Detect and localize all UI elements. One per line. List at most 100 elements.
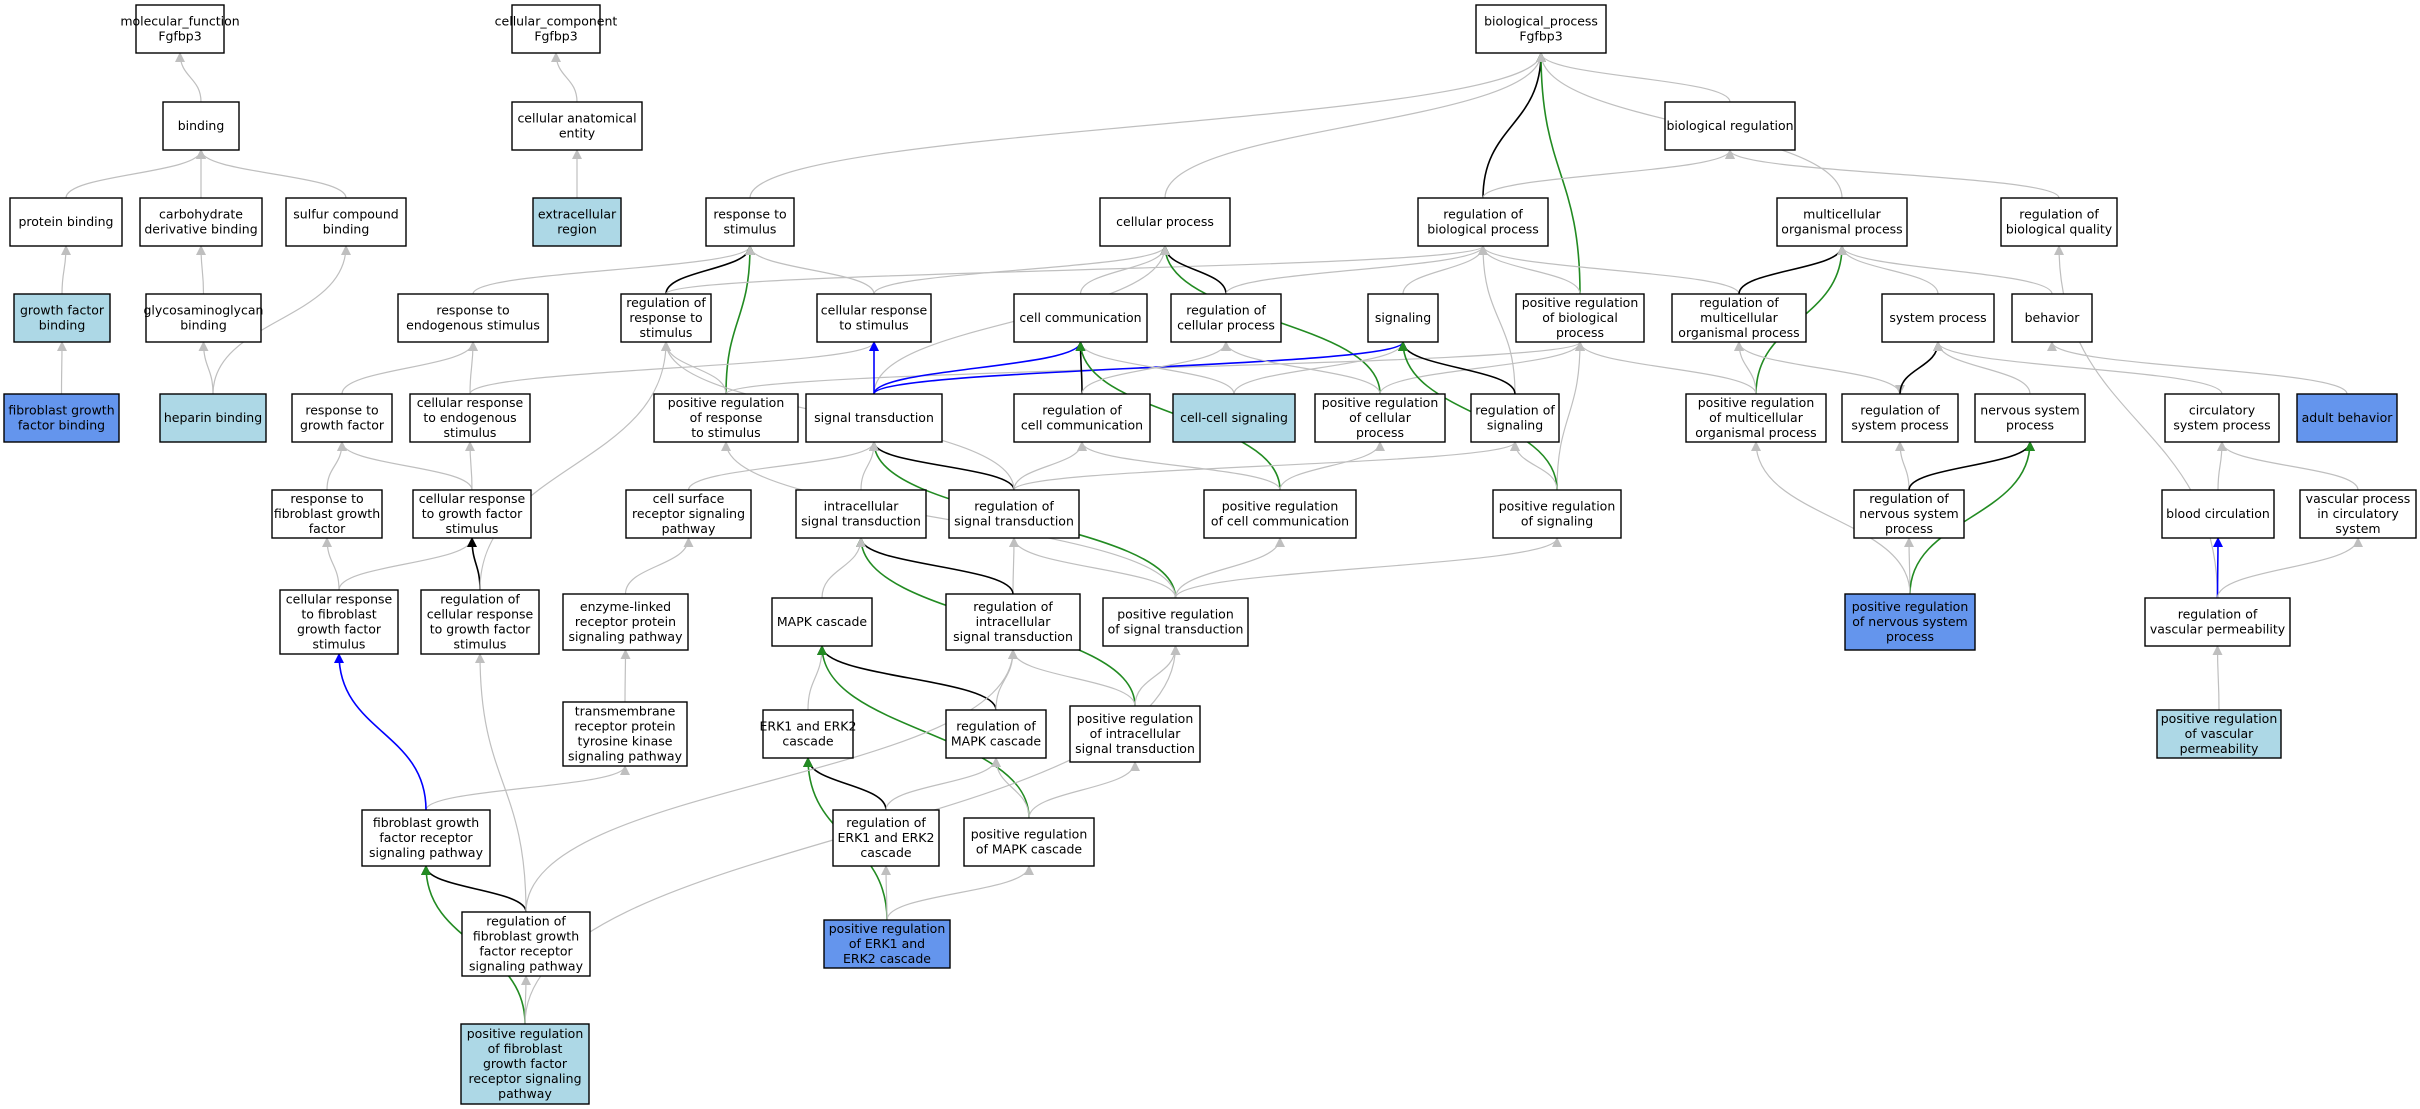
node-label-line: stimulus (640, 325, 693, 340)
node-box (159, 393, 267, 443)
node-sig-trans[interactable]: signal transduction (805, 393, 943, 443)
node-box (135, 4, 225, 54)
node-label-line: positive regulation (829, 921, 946, 936)
node-behavior[interactable]: behavior (2011, 293, 2093, 343)
node-label-line: positive regulation (1322, 395, 1439, 410)
node-binding[interactable]: binding (162, 101, 240, 151)
node-box (805, 393, 943, 443)
node-label-line: intracellular (976, 614, 1052, 629)
node-label-line: regulation of (974, 499, 1054, 514)
edge-reg_fgfrsp-to-reg_cell_resp_gf (475, 653, 527, 913)
node-box (409, 393, 531, 443)
node-label-line: system (2335, 521, 2380, 536)
node-protbind[interactable]: protein binding (9, 197, 123, 247)
node-sysproc[interactable]: system process (1881, 293, 1995, 343)
node-label-line: process (1885, 521, 1933, 536)
node-label-line: process (1356, 425, 1404, 440)
edge-sig_trans-to-cellcomm (873, 341, 1086, 395)
edge-pos_reg_erk-to-reg_erk (881, 865, 892, 921)
edge-fgfrsp-to-tmrtk (425, 765, 630, 811)
node-adultbeh[interactable]: adult behavior (2296, 393, 2398, 443)
node-label-line: of vascular (2185, 726, 2255, 741)
node-label-line: process (1886, 629, 1934, 644)
node-label-line: receptor protein (574, 719, 675, 734)
node-label-line: MAPK cascade (777, 614, 868, 629)
node-mapk[interactable]: MAPK cascade (771, 597, 873, 647)
node-label-line: of ERK1 and (849, 936, 925, 951)
node-cellcell[interactable]: cell-cell signaling (1172, 393, 1296, 443)
node-box (1013, 293, 1148, 343)
node-bloodcirc[interactable]: blood circulation (2161, 489, 2275, 539)
node-label-line: signaling pathway (369, 845, 484, 860)
edge-enzrpsp-to-csrsp (624, 537, 694, 595)
edge-reg_erk-to-reg_mapk (885, 757, 1001, 811)
node-signaling[interactable]: signaling (1367, 293, 1439, 343)
node-hepbind[interactable]: heparin binding (159, 393, 267, 443)
node-label-line: stimulus (724, 222, 777, 237)
node-cellproc[interactable]: cellular process (1099, 197, 1231, 247)
node-box (2296, 393, 2398, 443)
node-cellcomm[interactable]: cell communication (1013, 293, 1148, 343)
node-bioreg[interactable]: biological regulation (1664, 101, 1796, 151)
node-label-line: blood circulation (2166, 506, 2270, 521)
node-label-line: cell communication (1019, 310, 1141, 325)
